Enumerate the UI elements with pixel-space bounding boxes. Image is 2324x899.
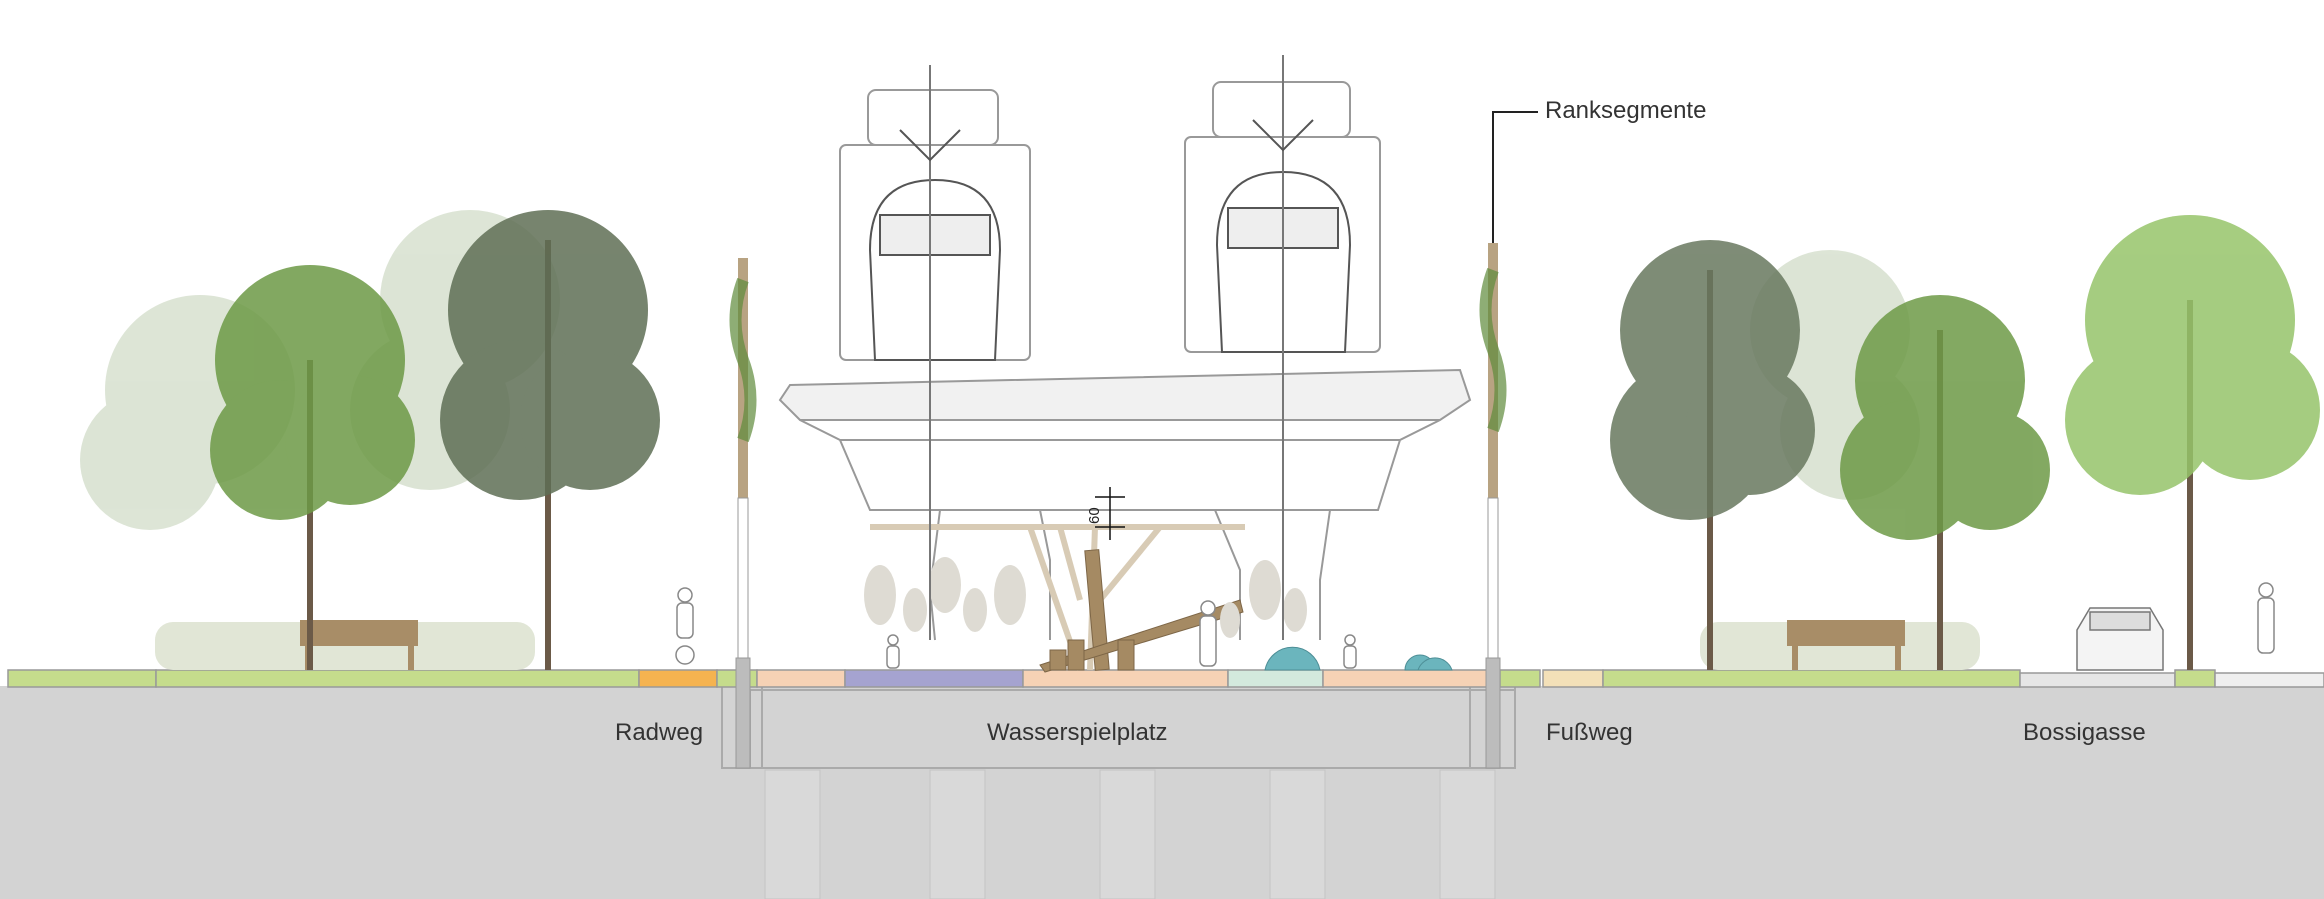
playground-blue	[844, 669, 1024, 688]
tram-right	[1184, 55, 1381, 640]
meadow-right	[1602, 669, 2021, 688]
bench-left	[300, 620, 418, 670]
label-radweg: Radweg	[615, 719, 704, 746]
kerb-left	[7, 669, 157, 688]
ranksegmente-leader	[1492, 111, 1538, 243]
bike-path	[638, 669, 718, 688]
water-fountains	[864, 557, 1307, 638]
foundation-piles	[764, 769, 1496, 899]
label-fussweg: Fußweg	[1546, 719, 1633, 746]
climbing-pole-right	[1479, 243, 1507, 769]
road	[2019, 672, 2176, 688]
dimension-label: 60	[1086, 507, 1103, 524]
dimension-line	[1095, 487, 1125, 540]
ground-soil	[0, 686, 2324, 899]
sidewalk	[2214, 672, 2324, 688]
tram-left	[839, 65, 1031, 640]
meadow-left	[155, 669, 640, 688]
bridge-deck	[778, 368, 1472, 421]
bridge-structure	[778, 368, 1472, 641]
surface-layer	[7, 669, 2324, 688]
label-bossigasse: Bossigasse	[2023, 719, 2146, 746]
car	[2076, 607, 2164, 671]
water-boulders	[1264, 646, 1453, 671]
label-wasserspielplatz: Wasserspielplatz	[987, 719, 1168, 746]
trees-foreground	[210, 210, 2320, 670]
people-silhouettes	[675, 582, 2275, 669]
climbing-pole-left	[729, 258, 757, 769]
playground-sand	[756, 669, 846, 688]
label-ranksegmente: Ranksegmente	[1545, 97, 1707, 124]
bench-right	[1787, 620, 1905, 670]
footpath	[1542, 669, 1604, 688]
play-equipment	[1039, 549, 1244, 673]
pergola	[870, 524, 1245, 671]
playground-water	[1227, 669, 1324, 688]
